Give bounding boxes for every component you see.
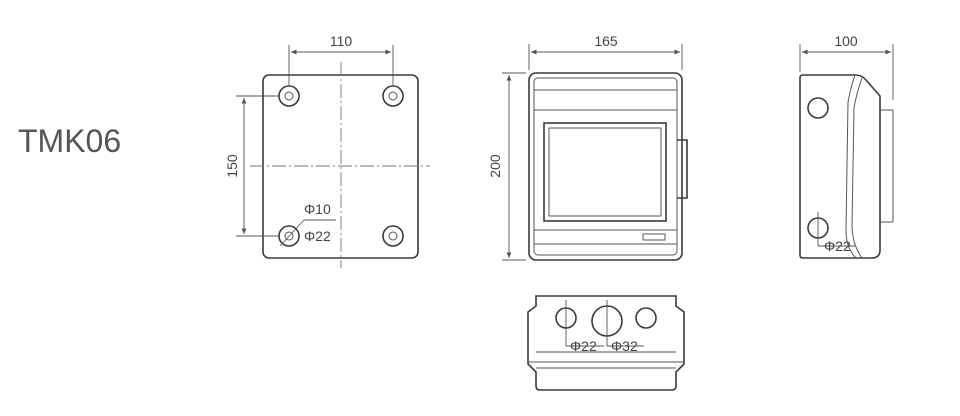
mounting-hole-top-left — [278, 85, 300, 107]
side-hole-top — [807, 97, 829, 119]
front-view: 165 200 — [487, 33, 688, 261]
bottom-hole-right — [635, 307, 657, 329]
mounting-hole-top-right — [382, 85, 404, 107]
bottom-outline — [527, 295, 685, 391]
side-width-dimension-label: 100 — [834, 33, 858, 49]
side-hole-label: Φ22 — [824, 238, 851, 254]
side-latch — [677, 139, 688, 199]
model-title: TMK06 — [18, 123, 121, 159]
cover-window — [543, 122, 667, 222]
bottom-hole-small-label: Φ22 — [570, 338, 597, 354]
front-height-dimension-label: 200 — [487, 154, 503, 178]
side-outline — [799, 74, 881, 259]
label-slot — [642, 233, 666, 241]
height-dimension-label: 150 — [224, 154, 240, 178]
mounting-hole-bottom-right — [382, 225, 404, 247]
large-hole-label: Φ22 — [304, 228, 331, 244]
back-plate-outline — [262, 74, 419, 259]
bottom-hole-large-label: Φ32 — [611, 338, 638, 354]
bottom-view: Φ22 Φ32 — [527, 295, 685, 391]
back-view: 110 150 Φ10 Φ22 — [224, 33, 430, 268]
hole-leader-line — [279, 219, 305, 247]
width-dimension-label: 110 — [330, 33, 353, 49]
side-view: Φ22 100 — [799, 33, 894, 259]
enclosure-outline — [528, 72, 683, 261]
front-width-dimension-label: 165 — [594, 33, 618, 49]
small-hole-label: Φ10 — [304, 201, 331, 217]
